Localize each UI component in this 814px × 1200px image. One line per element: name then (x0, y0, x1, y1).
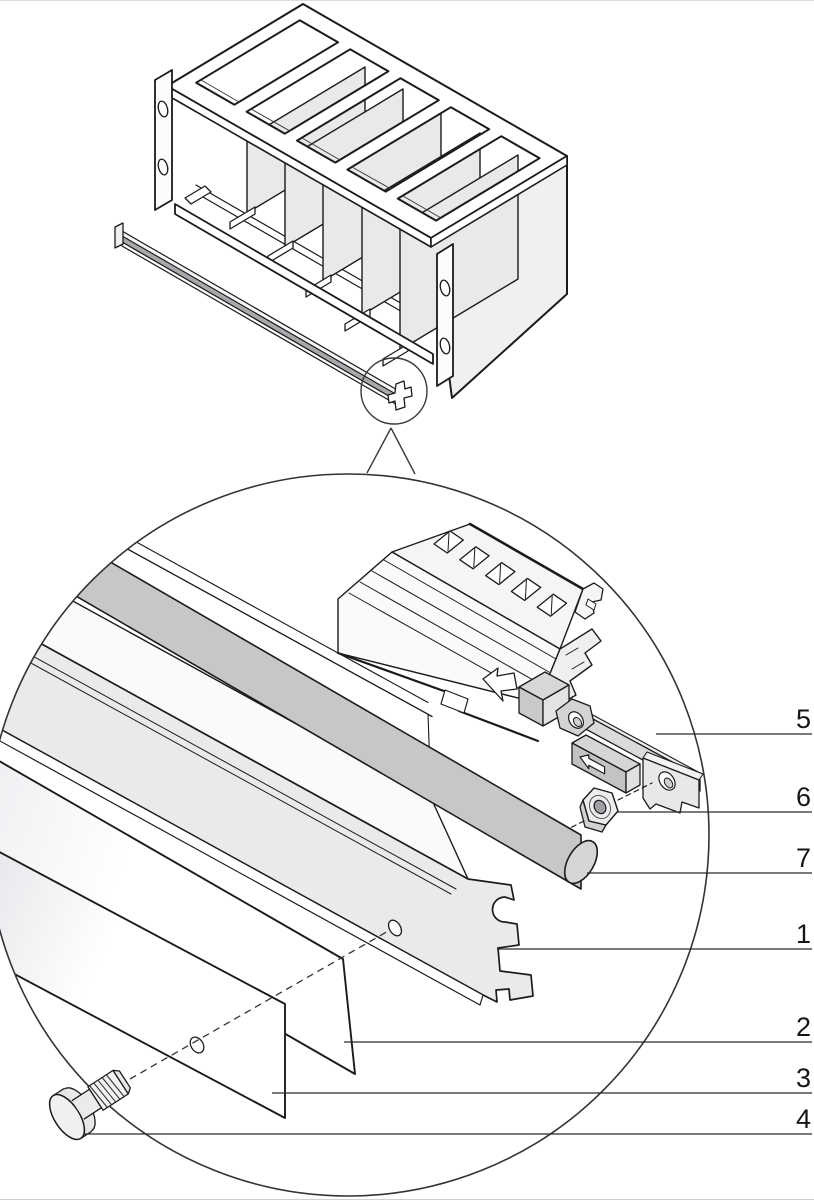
right-mounting-flange (436, 243, 454, 387)
chassis-bottom-rail-step (184, 185, 212, 205)
insertion-arrow-icon (482, 667, 518, 702)
callout-label-7: 7 (796, 843, 811, 873)
rail-front-face-and-cut-profile (0, 603, 534, 1003)
callouts: 5 6 7 1 2 3 4 (84, 704, 812, 1135)
screw-head-face (48, 1093, 86, 1141)
loose-front-rail (114, 222, 413, 411)
flange-hole (157, 158, 169, 176)
extrusion-slot-depth-ticks (447, 532, 553, 615)
callout-label-1: 1 (796, 919, 811, 949)
top-frame-right-edge (430, 155, 568, 248)
subrack-chassis (154, 3, 568, 399)
detail-source-circle (360, 357, 428, 425)
detail-circle (0, 473, 710, 1197)
flange-hole (439, 279, 451, 297)
rail-left-cap (114, 222, 124, 249)
detail-pointer (362, 427, 420, 478)
left-mounting-flange (154, 69, 173, 211)
part-3-panel (0, 838, 286, 1119)
callout-label-6: 6 (796, 782, 811, 812)
chassis-rail-extrusion-section (336, 522, 604, 743)
callout-label-5: 5 (796, 704, 811, 734)
rail-tip-profile (387, 380, 413, 411)
part-4-screw (48, 929, 391, 1141)
part-6-hex-nut (563, 782, 653, 833)
screw-tip (112, 1069, 131, 1095)
nut-hole (593, 799, 607, 815)
slide-direction-arrow-icon (579, 754, 606, 775)
top-frame-depth-lines (200, 79, 442, 219)
rail-screw-hole (387, 919, 403, 937)
extrusion-bottom-channel (440, 689, 469, 714)
panel-3-hole (189, 1036, 205, 1054)
detail-view (0, 474, 704, 1119)
flange-hole (157, 100, 169, 118)
chassis-rear-rail-edge (195, 192, 431, 329)
callout-label-3: 3 (796, 1063, 811, 1093)
flange-hole (439, 337, 451, 355)
chassis-bottom-front-rail (174, 203, 434, 365)
part-5-slider-strip (518, 671, 704, 814)
screw-axis-dashed (129, 929, 391, 1080)
rail-bottom-edge-face (0, 711, 484, 1006)
callout-label-2: 2 (796, 1012, 811, 1042)
callout-label-4: 4 (796, 1104, 811, 1134)
extrusion-rib-face (337, 551, 561, 704)
screw-threads (89, 1074, 125, 1108)
